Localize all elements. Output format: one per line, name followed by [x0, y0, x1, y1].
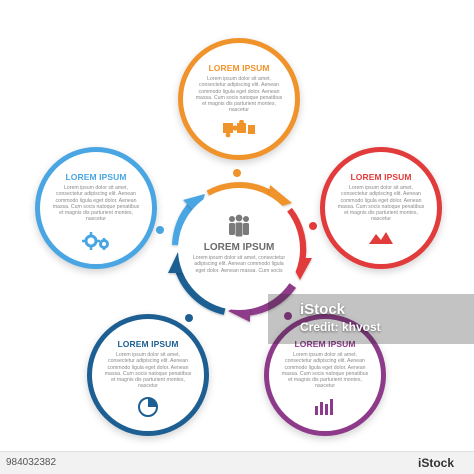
- arrow-arc-purple: [245, 281, 297, 316]
- node-bottom-right: LOREM IPSUM Lorem ipsum dolor sit amet, …: [264, 314, 386, 436]
- node-title: LOREM IPSUM: [350, 172, 412, 182]
- node-title: LOREM IPSUM: [117, 339, 179, 349]
- watermark-credit: Credit: khvost: [300, 320, 381, 334]
- pie-chart-icon: [138, 396, 158, 417]
- node-top: LOREM IPSUM Lorem ipsum dolor sit amet, …: [178, 38, 300, 160]
- footer-bar: 984032382 iStock: [0, 451, 474, 474]
- node-title: LOREM IPSUM: [294, 339, 356, 349]
- puzzle-icon: [223, 119, 255, 138]
- node-body: Lorem ipsum dolor sit amet, consectetur …: [52, 185, 140, 223]
- node-body: Lorem ipsum dolor sit amet, consectetur …: [104, 352, 192, 390]
- connector-dot-top: [233, 169, 241, 177]
- center-title: LOREM IPSUM: [203, 242, 275, 253]
- connector-dot-bottom-left: [185, 314, 193, 322]
- bar-chart-icon: [315, 398, 333, 415]
- node-body: Lorem ipsum dolor sit amet, consectetur …: [195, 76, 283, 114]
- istock-logo: iStock: [418, 456, 454, 470]
- node-bottom-left: LOREM IPSUM Lorem ipsum dolor sit amet, …: [87, 314, 209, 436]
- arrow-arc-red: [283, 207, 307, 264]
- node-body: Lorem ipsum dolor sit amet, consectetur …: [281, 352, 369, 390]
- connector-dot-bottom-right: [284, 312, 292, 320]
- node-body: Lorem ipsum dolor sit amet, consectetur …: [337, 185, 425, 223]
- node-left: LOREM IPSUM Lorem ipsum dolor sit amet, …: [35, 147, 157, 269]
- watermark-band: [268, 294, 474, 344]
- arrow-arc-navy: [175, 268, 227, 315]
- gears-icon: [82, 231, 109, 250]
- center-body: Lorem ipsum dolor sit amet, consectetur …: [192, 255, 286, 274]
- node-title: LOREM IPSUM: [208, 63, 270, 73]
- connector-dot-left: [156, 226, 164, 234]
- svg-text:iStock: iStock: [418, 456, 454, 470]
- center-hub: LOREM IPSUM Lorem ipsum dolor sit amet, …: [178, 188, 300, 310]
- node-title: LOREM IPSUM: [65, 172, 127, 182]
- node-right: LOREM IPSUM Lorem ipsum dolor sit amet, …: [320, 147, 442, 269]
- watermark-site: iStock: [300, 301, 346, 318]
- connector-dot-right: [309, 222, 317, 230]
- image-id: 984032382: [6, 457, 57, 468]
- mountain-chart-icon: [369, 231, 393, 244]
- people-group-icon: [229, 214, 249, 237]
